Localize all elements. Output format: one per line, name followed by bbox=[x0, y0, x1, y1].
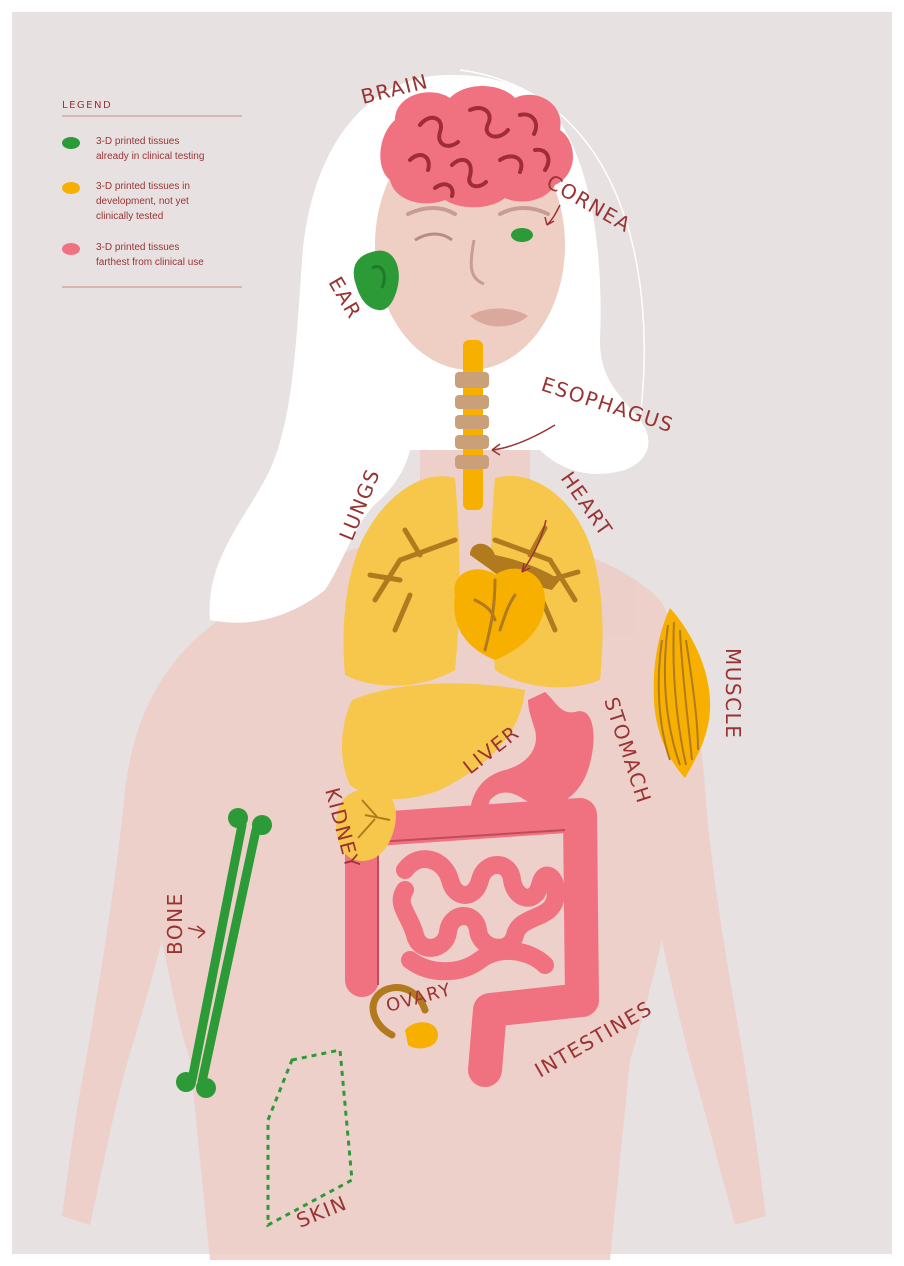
legend-swatch-green bbox=[62, 137, 80, 149]
legend-swatch-pink bbox=[62, 243, 80, 255]
legend-item-1-line2: already in clinical testing bbox=[96, 151, 204, 162]
legend-item-3-line2: farthest from clinical use bbox=[96, 257, 204, 268]
legend-title: LEGEND bbox=[62, 100, 112, 111]
cornea bbox=[511, 228, 533, 242]
legend-swatch-yellow bbox=[62, 182, 80, 194]
legend-item-2-line1: 3-D printed tissues in bbox=[96, 181, 190, 192]
label-bone: BONE bbox=[163, 892, 187, 955]
label-muscle: MUSCLE bbox=[721, 648, 745, 739]
legend-item-2-line2: development, not yet bbox=[96, 196, 189, 207]
legend-item-3-line1: 3-D printed tissues bbox=[96, 242, 179, 253]
legend-item-2-line3: clinically tested bbox=[96, 211, 163, 222]
legend-item-1-line1: 3-D printed tissues bbox=[96, 136, 179, 147]
